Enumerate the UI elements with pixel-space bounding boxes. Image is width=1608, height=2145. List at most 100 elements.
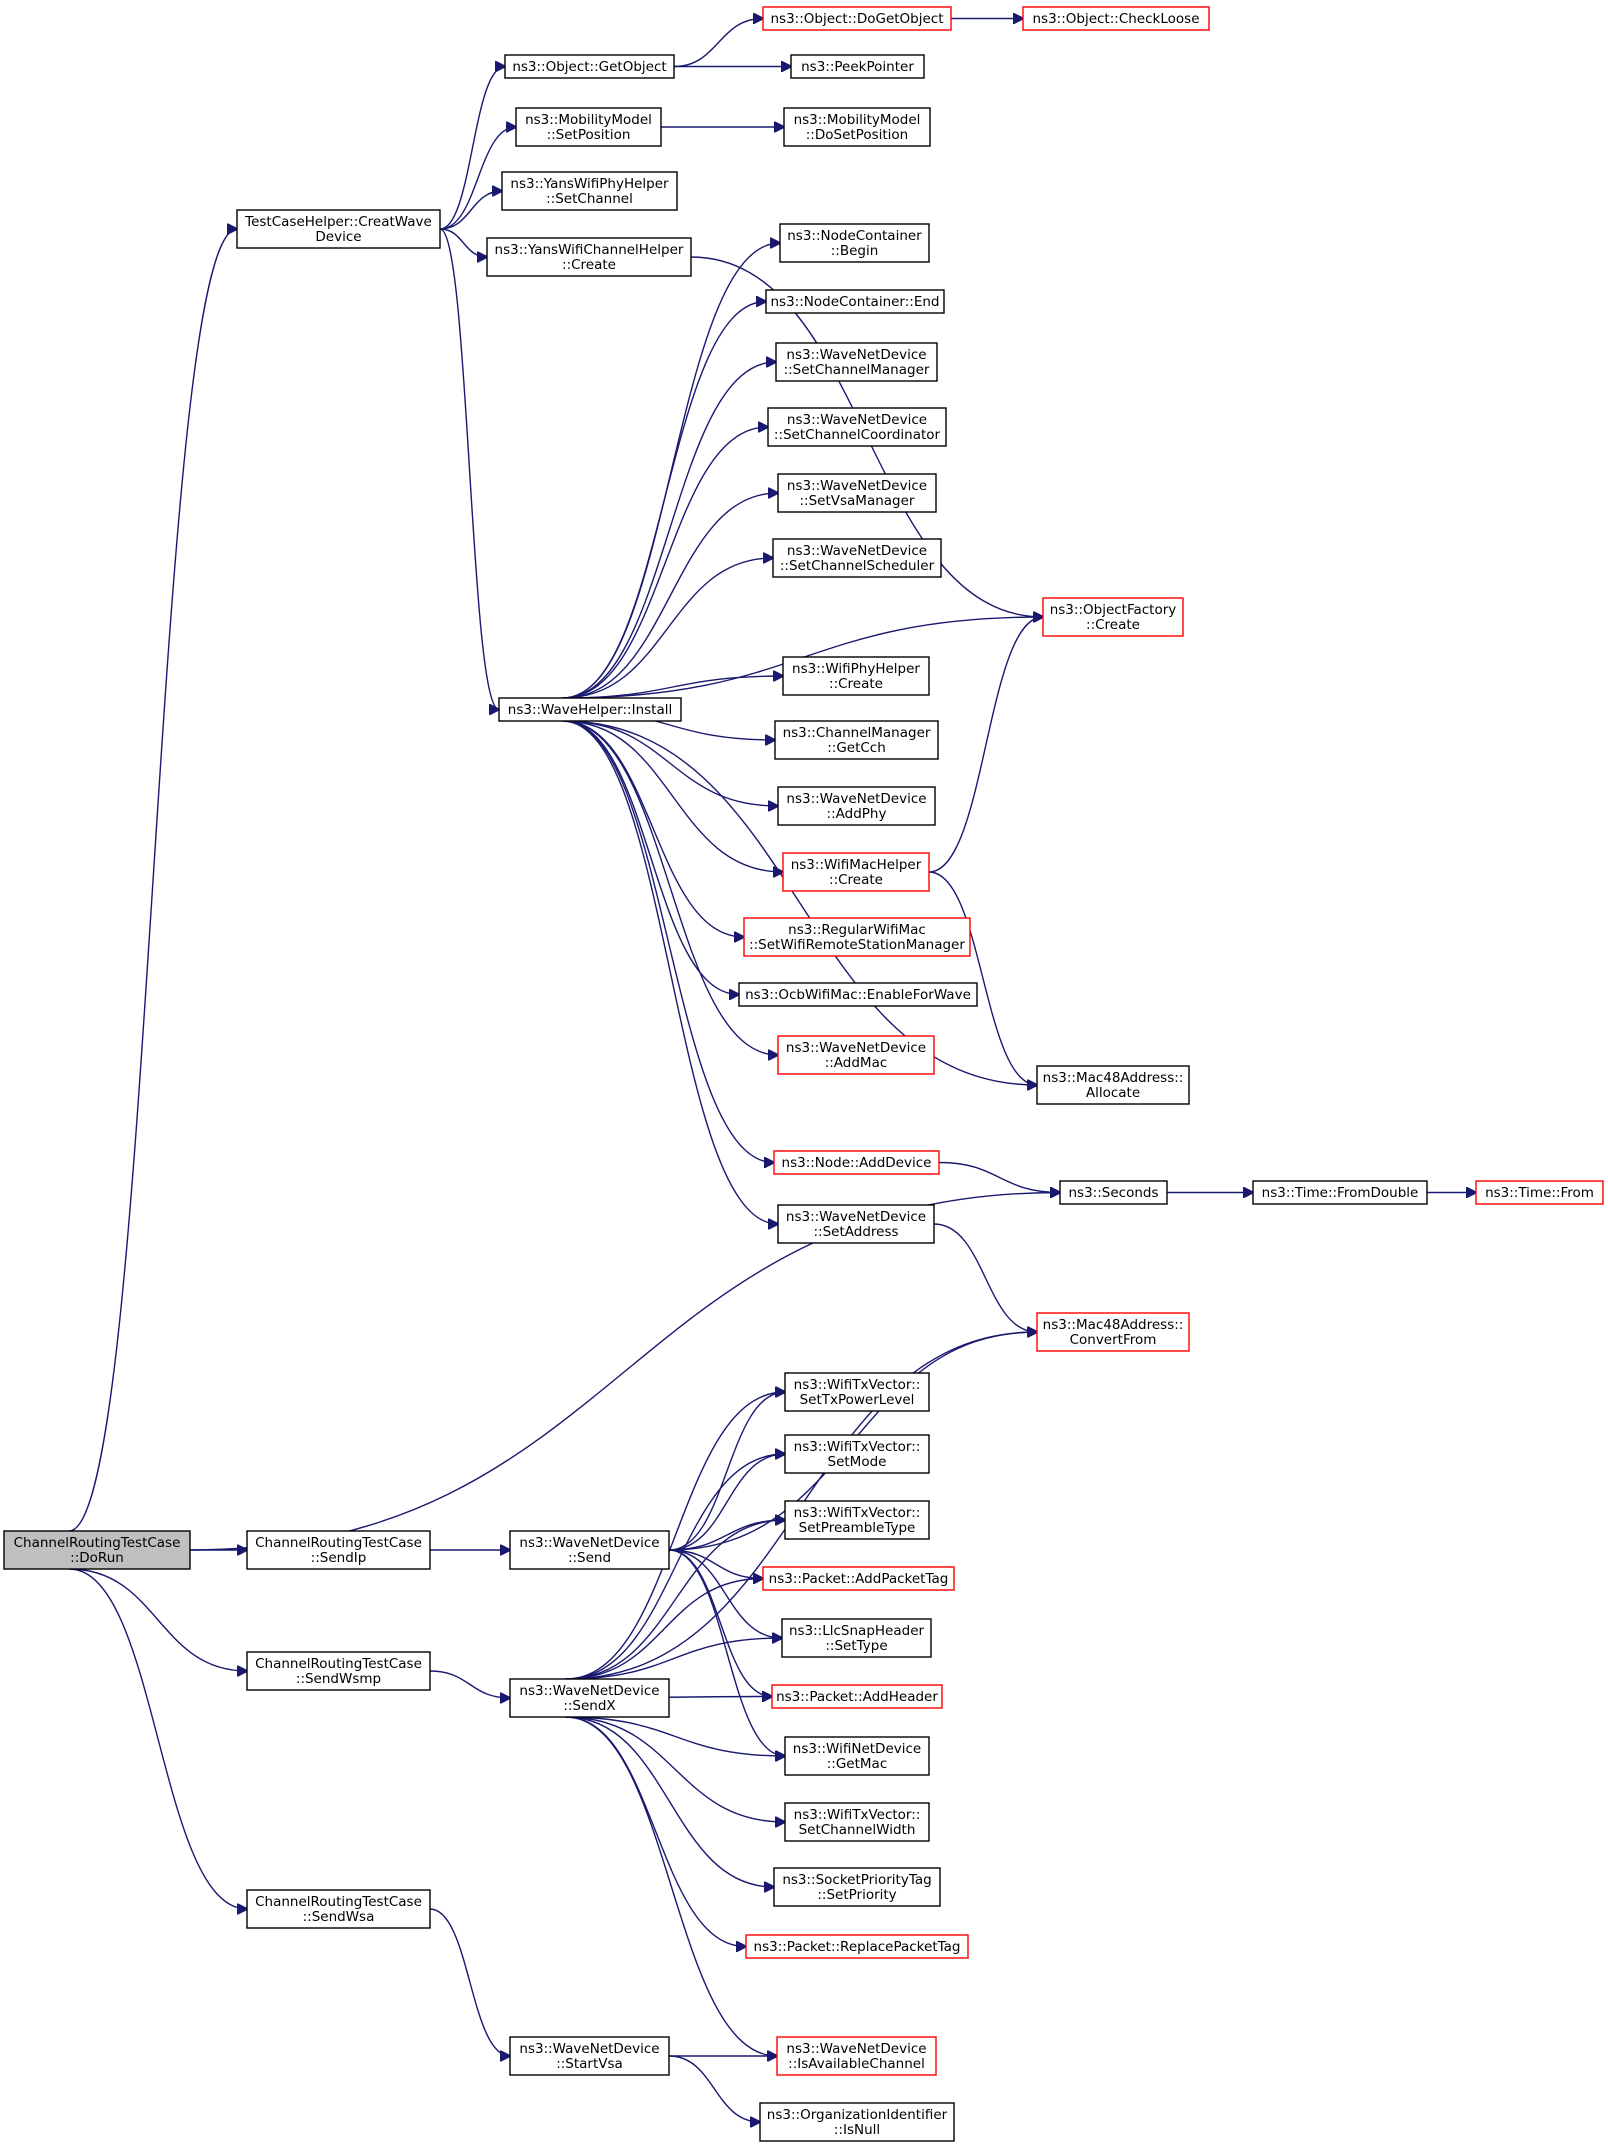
node-ncbegin[interactable]: ns3::NodeContainer::Begin [779, 223, 930, 263]
node-label: ns3::MobilityModel [794, 112, 921, 128]
edge-sendx-to-setmode [565, 1454, 785, 1680]
node-label: ::SendX [563, 1698, 615, 1714]
node-label: ns3::MobilityModel [525, 112, 652, 128]
node-fromdouble[interactable]: ns3::Time::FromDouble [1252, 1180, 1428, 1205]
node-sendwsa[interactable]: ChannelRoutingTestCase::SendWsa [246, 1889, 431, 1929]
node-getmac[interactable]: ns3::WifiNetDevice::GetMac [784, 1736, 930, 1776]
node-box [773, 1867, 941, 1907]
node-label: ::DoRun [70, 1550, 124, 1566]
node-box [509, 1678, 670, 1718]
node-llcsettype[interactable]: ns3::LlcSnapHeader::SetType [781, 1618, 932, 1658]
edge-creatwave-to-setposition [439, 127, 516, 230]
node-yanschannelcreate[interactable]: ns3::YansWifiChannelHelper::Create [486, 237, 692, 277]
node-yanssetchannel[interactable]: ns3::YansWifiPhyHelper::SetChannel [501, 171, 678, 211]
node-wifimaccreate[interactable]: ns3::WifiMacHelper::Create [782, 852, 930, 892]
node-isavailable[interactable]: ns3::WaveNetDevice::IsAvailableChannel [776, 2036, 937, 2076]
node-label: ns3::WifiTxVector:: [794, 1505, 921, 1521]
node-label: ::SetType [825, 1638, 887, 1654]
node-replacetag[interactable]: ns3::Packet::ReplacePacketTag [745, 1934, 969, 1959]
node-box [784, 1500, 930, 1540]
node-setpreamble[interactable]: ns3::WifiTxVector::SetPreambleType [784, 1500, 930, 1540]
node-label: ::GetMac [827, 1756, 888, 1772]
edge-sendx-to-setchanwidth [565, 1716, 785, 1822]
edge-install-to-setchansched [562, 558, 773, 699]
node-setchanwidth[interactable]: ns3::WifiTxVector::SetChannelWidth [784, 1802, 930, 1842]
node-addpackettag[interactable]: ns3::Packet::AddPacketTag [762, 1566, 955, 1591]
node-setposition[interactable]: ns3::MobilityModel::SetPosition [515, 107, 662, 147]
node-addmac[interactable]: ns3::WaveNetDevice::AddMac [777, 1035, 935, 1075]
node-convertfrom[interactable]: ns3::Mac48Address::ConvertFrom [1036, 1312, 1190, 1352]
node-dosetposition[interactable]: ns3::MobilityModel::DoSetPosition [783, 107, 931, 147]
node-send[interactable]: ns3::WaveNetDevice::Send [509, 1530, 670, 1570]
node-box [777, 1035, 935, 1075]
edge-send-to-getmac [668, 1549, 785, 1756]
node-sendwsmp[interactable]: ChannelRoutingTestCase::SendWsmp [246, 1651, 431, 1691]
node-isnull[interactable]: ns3::OrganizationIdentifier::IsNull [759, 2102, 955, 2142]
node-box [236, 209, 441, 249]
node-label: ns3::Object::DoGetObject [770, 11, 943, 27]
node-getcch[interactable]: ns3::ChannelManager::GetCch [774, 720, 939, 760]
node-settxpower[interactable]: ns3::WifiTxVector::SetTxPowerLevel [784, 1372, 930, 1412]
node-box [782, 852, 930, 892]
edge-wifimaccreate-to-macallocate [928, 871, 1037, 1085]
node-install[interactable]: ns3::WaveHelper::Install [498, 697, 682, 722]
node-adddevice[interactable]: ns3::Node::AddDevice [773, 1150, 940, 1175]
node-setmode[interactable]: ns3::WifiTxVector::SetMode [784, 1434, 930, 1474]
edge-install-to-wifimaccreate [562, 720, 783, 872]
node-label: ns3::WifiNetDevice [793, 1741, 921, 1757]
node-dorun[interactable]: ChannelRoutingTestCase::DoRun [3, 1530, 191, 1570]
node-getobject[interactable]: ns3::Object::GetObject [504, 54, 675, 79]
edge-send-to-setmode [668, 1454, 785, 1551]
edge-layer [69, 19, 1476, 2123]
node-box [762, 6, 952, 31]
node-macallocate[interactable]: ns3::Mac48Address::Allocate [1036, 1065, 1190, 1105]
node-startvsa[interactable]: ns3::WaveNetDevice::StartVsa [509, 2036, 670, 2076]
edge-install-to-addmac [562, 720, 778, 1055]
node-ocbenable[interactable]: ns3::OcbWifiMac::EnableForWave [738, 982, 978, 1007]
node-timefrom[interactable]: ns3::Time::From [1475, 1180, 1604, 1205]
node-setchansched[interactable]: ns3::WaveNetDevice::SetChannelScheduler [772, 538, 942, 578]
node-label: ::SetChannelManager [784, 362, 930, 378]
node-sendx[interactable]: ns3::WaveNetDevice::SendX [509, 1678, 670, 1718]
edge-dorun-to-sendwsmp [69, 1568, 247, 1671]
edge-wifimaccreate-to-objfactory [928, 617, 1043, 873]
node-label: ns3::RegularWifiMac [788, 922, 926, 938]
node-box [1036, 1065, 1190, 1105]
node-label: ::SendWsa [303, 1909, 375, 1925]
node-label: ::SetWifiRemoteStationManager [749, 937, 965, 953]
node-label: ns3::Object::GetObject [512, 59, 666, 75]
node-label: ns3::OcbWifiMac::EnableForWave [745, 987, 971, 1003]
node-setchancoord[interactable]: ns3::WaveNetDevice::SetChannelCoordinato… [767, 407, 947, 447]
node-box [504, 54, 675, 79]
node-box [1475, 1180, 1604, 1205]
node-setaddress[interactable]: ns3::WaveNetDevice::SetAddress [777, 1204, 935, 1244]
node-peekpointer[interactable]: ns3::PeekPointer [790, 54, 925, 79]
node-checkloose[interactable]: ns3::Object::CheckLoose [1022, 6, 1210, 31]
node-box [759, 2102, 955, 2142]
node-objfactory[interactable]: ns3::ObjectFactory::Create [1042, 597, 1184, 637]
node-box [772, 538, 942, 578]
node-dogetobject[interactable]: ns3::Object::DoGetObject [762, 6, 952, 31]
node-setvsamgr[interactable]: ns3::WaveNetDevice::SetVsaManager [777, 473, 937, 513]
node-addphy[interactable]: ns3::WaveNetDevice::AddPhy [777, 786, 936, 826]
node-label: ::Create [829, 676, 883, 692]
node-regularwifimac[interactable]: ns3::RegularWifiMac::SetWifiRemoteStatio… [743, 917, 971, 957]
node-wifiphycreate[interactable]: ns3::WifiPhyHelper::Create [782, 656, 930, 696]
node-setchanmgr[interactable]: ns3::WaveNetDevice::SetChannelManager [775, 342, 938, 382]
node-label: ns3::Packet::ReplacePacketTag [754, 1939, 961, 1955]
node-label: ::Create [1086, 617, 1140, 633]
node-label: ns3::WaveNetDevice [519, 2041, 659, 2057]
node-setpriority[interactable]: ns3::SocketPriorityTag::SetPriority [773, 1867, 941, 1907]
node-addheader[interactable]: ns3::Packet::AddHeader [771, 1684, 943, 1709]
node-label: ::StartVsa [556, 2056, 623, 2072]
node-box [777, 786, 936, 826]
node-label: ns3::LlcSnapHeader [789, 1623, 925, 1639]
node-seconds[interactable]: ns3::Seconds [1059, 1180, 1168, 1205]
node-sendip[interactable]: ChannelRoutingTestCase::SendIp [246, 1530, 431, 1570]
node-label: ::SendWsmp [296, 1671, 381, 1687]
node-box [783, 107, 931, 147]
node-ncend[interactable]: ns3::NodeContainer::End [765, 289, 945, 314]
node-box [777, 473, 937, 513]
